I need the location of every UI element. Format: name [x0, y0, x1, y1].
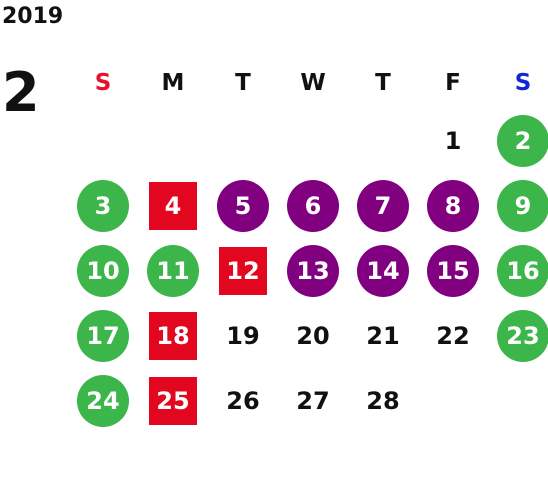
- day-number[interactable]: 9: [497, 179, 548, 232]
- day-number[interactable]: 11: [147, 244, 199, 297]
- day-cell: 25: [138, 368, 208, 433]
- day-number[interactable]: 2: [497, 114, 548, 167]
- day-cell: 2: [488, 108, 548, 173]
- day-cell: [278, 108, 348, 173]
- calendar-week-row: 10 11 12 13 14 15 16: [68, 238, 548, 303]
- day-number[interactable]: 18: [149, 311, 197, 360]
- day-cell: 21: [348, 303, 418, 368]
- day-cell: [208, 108, 278, 173]
- day-number[interactable]: 27: [296, 386, 330, 415]
- day-number[interactable]: 16: [497, 244, 548, 297]
- day-cell: [418, 368, 488, 433]
- day-cell: 7: [348, 173, 418, 238]
- calendar-month: 2: [2, 61, 40, 124]
- day-number[interactable]: 12: [219, 246, 267, 295]
- day-number[interactable]: 1: [444, 126, 462, 155]
- day-number[interactable]: 5: [217, 179, 269, 232]
- day-cell: 1: [418, 108, 488, 173]
- day-cell: 17: [68, 303, 138, 368]
- day-cell: 10: [68, 238, 138, 303]
- weekday-saturday: S: [514, 70, 532, 96]
- weekday-wednesday: W: [300, 70, 326, 96]
- calendar-week-row: 24 25 26 27 28: [68, 368, 548, 433]
- day-number[interactable]: 22: [436, 321, 470, 350]
- day-cell: 20: [278, 303, 348, 368]
- day-cell: 14: [348, 238, 418, 303]
- day-number[interactable]: 3: [77, 179, 129, 232]
- day-number[interactable]: 17: [77, 309, 129, 362]
- day-cell: 22: [418, 303, 488, 368]
- day-cell: 11: [138, 238, 208, 303]
- calendar-week-row: 17 18 19 20 21 22 23: [68, 303, 548, 368]
- day-cell: 23: [488, 303, 548, 368]
- day-cell: 13: [278, 238, 348, 303]
- day-number[interactable]: 4: [149, 181, 197, 230]
- day-cell: 5: [208, 173, 278, 238]
- day-number[interactable]: 14: [357, 244, 409, 297]
- day-cell: [138, 108, 208, 173]
- day-cell: 27: [278, 368, 348, 433]
- day-number[interactable]: 7: [357, 179, 409, 232]
- day-cell: 24: [68, 368, 138, 433]
- day-number[interactable]: 24: [77, 374, 129, 427]
- weekday-sunday: S: [94, 70, 112, 96]
- day-cell: [348, 108, 418, 173]
- day-number[interactable]: 19: [226, 321, 260, 350]
- day-cell: 16: [488, 238, 548, 303]
- day-cell: 15: [418, 238, 488, 303]
- day-cell: 19: [208, 303, 278, 368]
- day-number[interactable]: 13: [287, 244, 339, 297]
- day-cell: 9: [488, 173, 548, 238]
- day-cell: 18: [138, 303, 208, 368]
- day-number[interactable]: 10: [77, 244, 129, 297]
- day-number[interactable]: 28: [366, 386, 400, 415]
- day-cell: 26: [208, 368, 278, 433]
- day-cell: [68, 108, 138, 173]
- day-number[interactable]: 26: [226, 386, 260, 415]
- weekday-tuesday: T: [235, 70, 251, 96]
- day-cell: 6: [278, 173, 348, 238]
- day-number[interactable]: 8: [427, 179, 479, 232]
- day-number[interactable]: 15: [427, 244, 479, 297]
- weekday-thursday: T: [375, 70, 391, 96]
- day-cell: 28: [348, 368, 418, 433]
- weekday-friday: F: [445, 70, 461, 96]
- day-number[interactable]: 6: [287, 179, 339, 232]
- day-cell: 4: [138, 173, 208, 238]
- day-number[interactable]: 23: [497, 309, 548, 362]
- weekday-header-row: S M T W T F S: [68, 58, 548, 108]
- day-number[interactable]: 20: [296, 321, 330, 350]
- day-cell: 8: [418, 173, 488, 238]
- day-number[interactable]: 25: [149, 376, 197, 425]
- day-cell: 3: [68, 173, 138, 238]
- calendar-year: 2019: [2, 4, 64, 29]
- day-cell: 12: [208, 238, 278, 303]
- day-number[interactable]: 21: [366, 321, 400, 350]
- weekday-monday: M: [161, 70, 185, 96]
- day-cell: [488, 368, 548, 433]
